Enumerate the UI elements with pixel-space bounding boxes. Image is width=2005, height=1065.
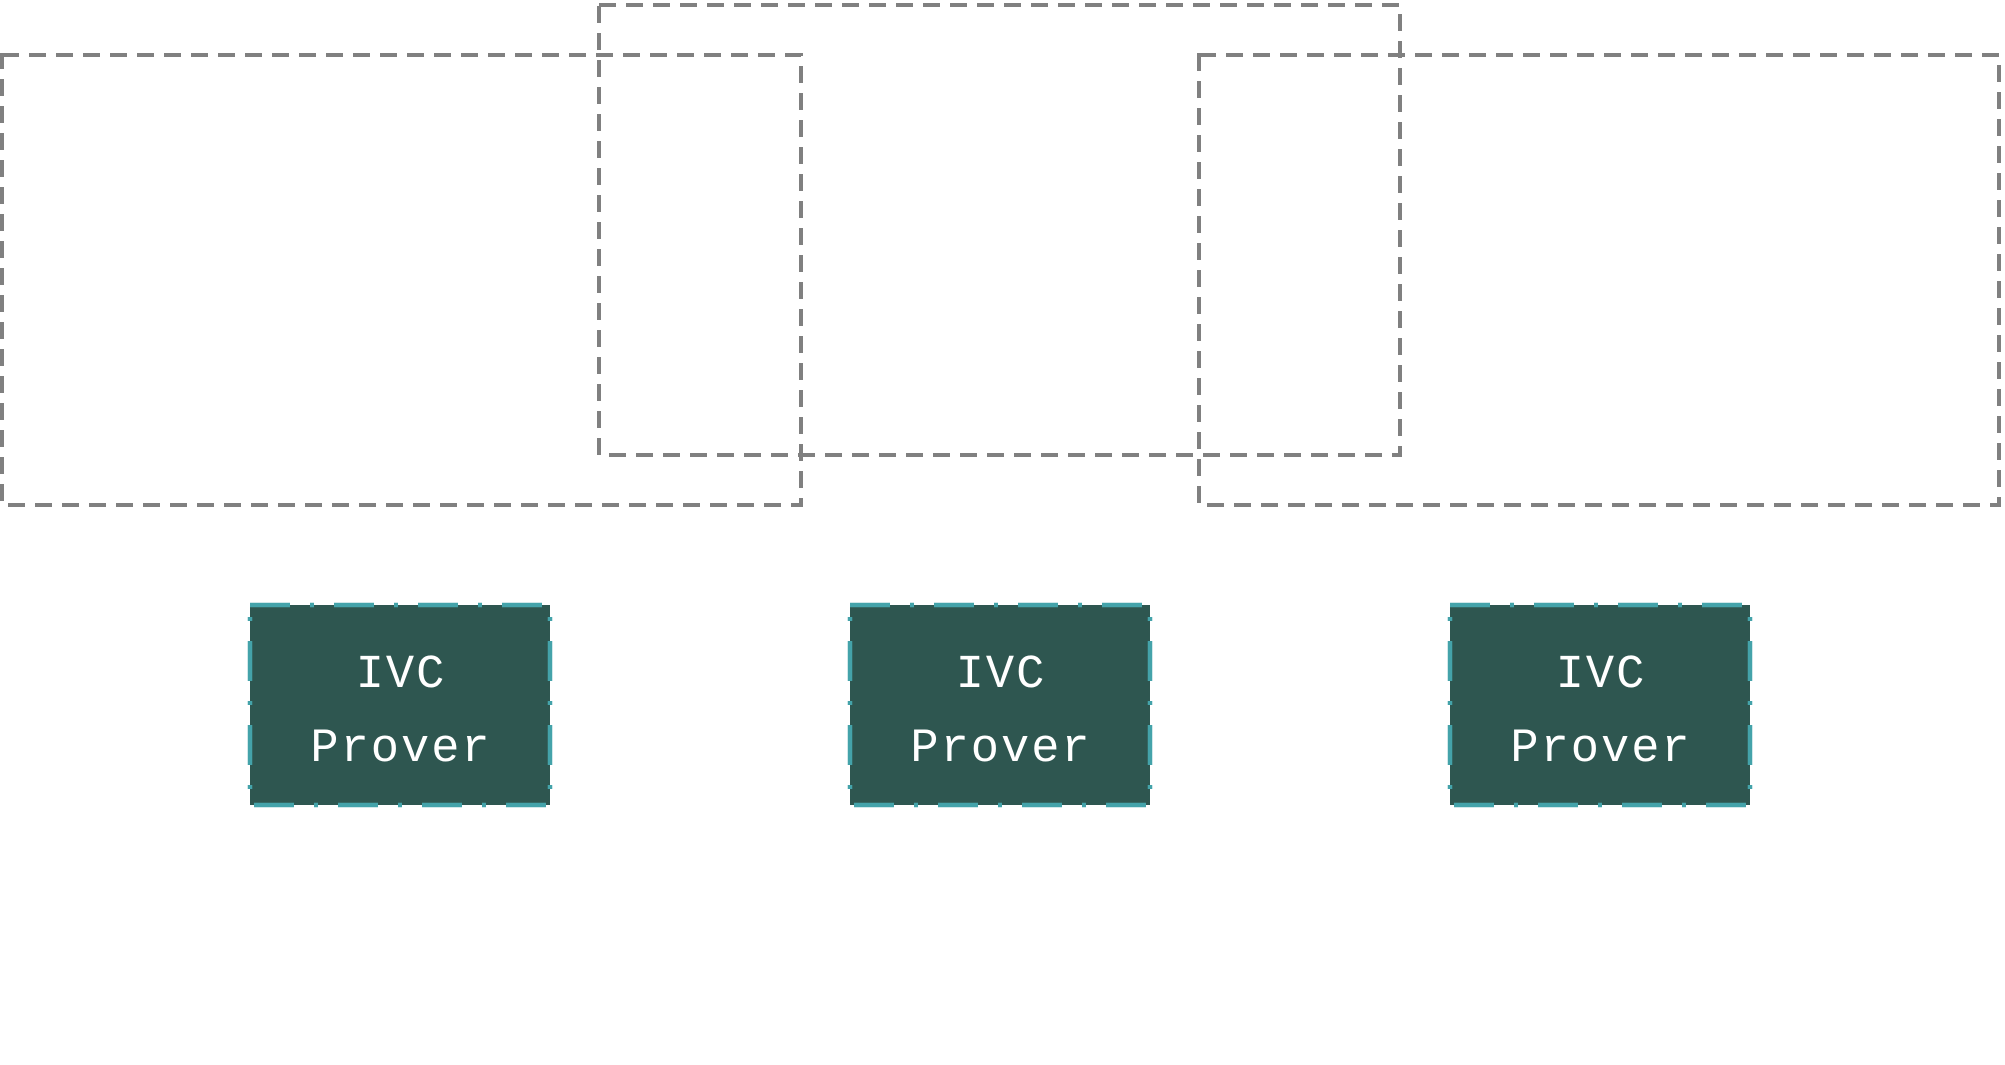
- prover-label-line1: IVC: [1556, 649, 1647, 702]
- prover-node-2: IVC Prover: [847, 602, 1153, 808]
- group-frame-1: [0, 53, 803, 507]
- prover-label-line1: IVC: [356, 649, 447, 702]
- prover-label-line2: Prover: [910, 723, 1091, 776]
- prover-node-1: IVC Prover: [247, 602, 553, 808]
- prover-node-3: IVC Prover: [1447, 602, 1753, 808]
- prover-label-line1: IVC: [956, 649, 1047, 702]
- prover-label-line2: Prover: [310, 723, 491, 776]
- prover-label-line2: Prover: [1510, 723, 1691, 776]
- group-frame-2: [597, 3, 1402, 457]
- prover-box-1: [247, 602, 553, 808]
- group-frame-3: [1197, 53, 2001, 507]
- prover-box-2: [847, 602, 1153, 808]
- prover-box-3: [1447, 602, 1753, 808]
